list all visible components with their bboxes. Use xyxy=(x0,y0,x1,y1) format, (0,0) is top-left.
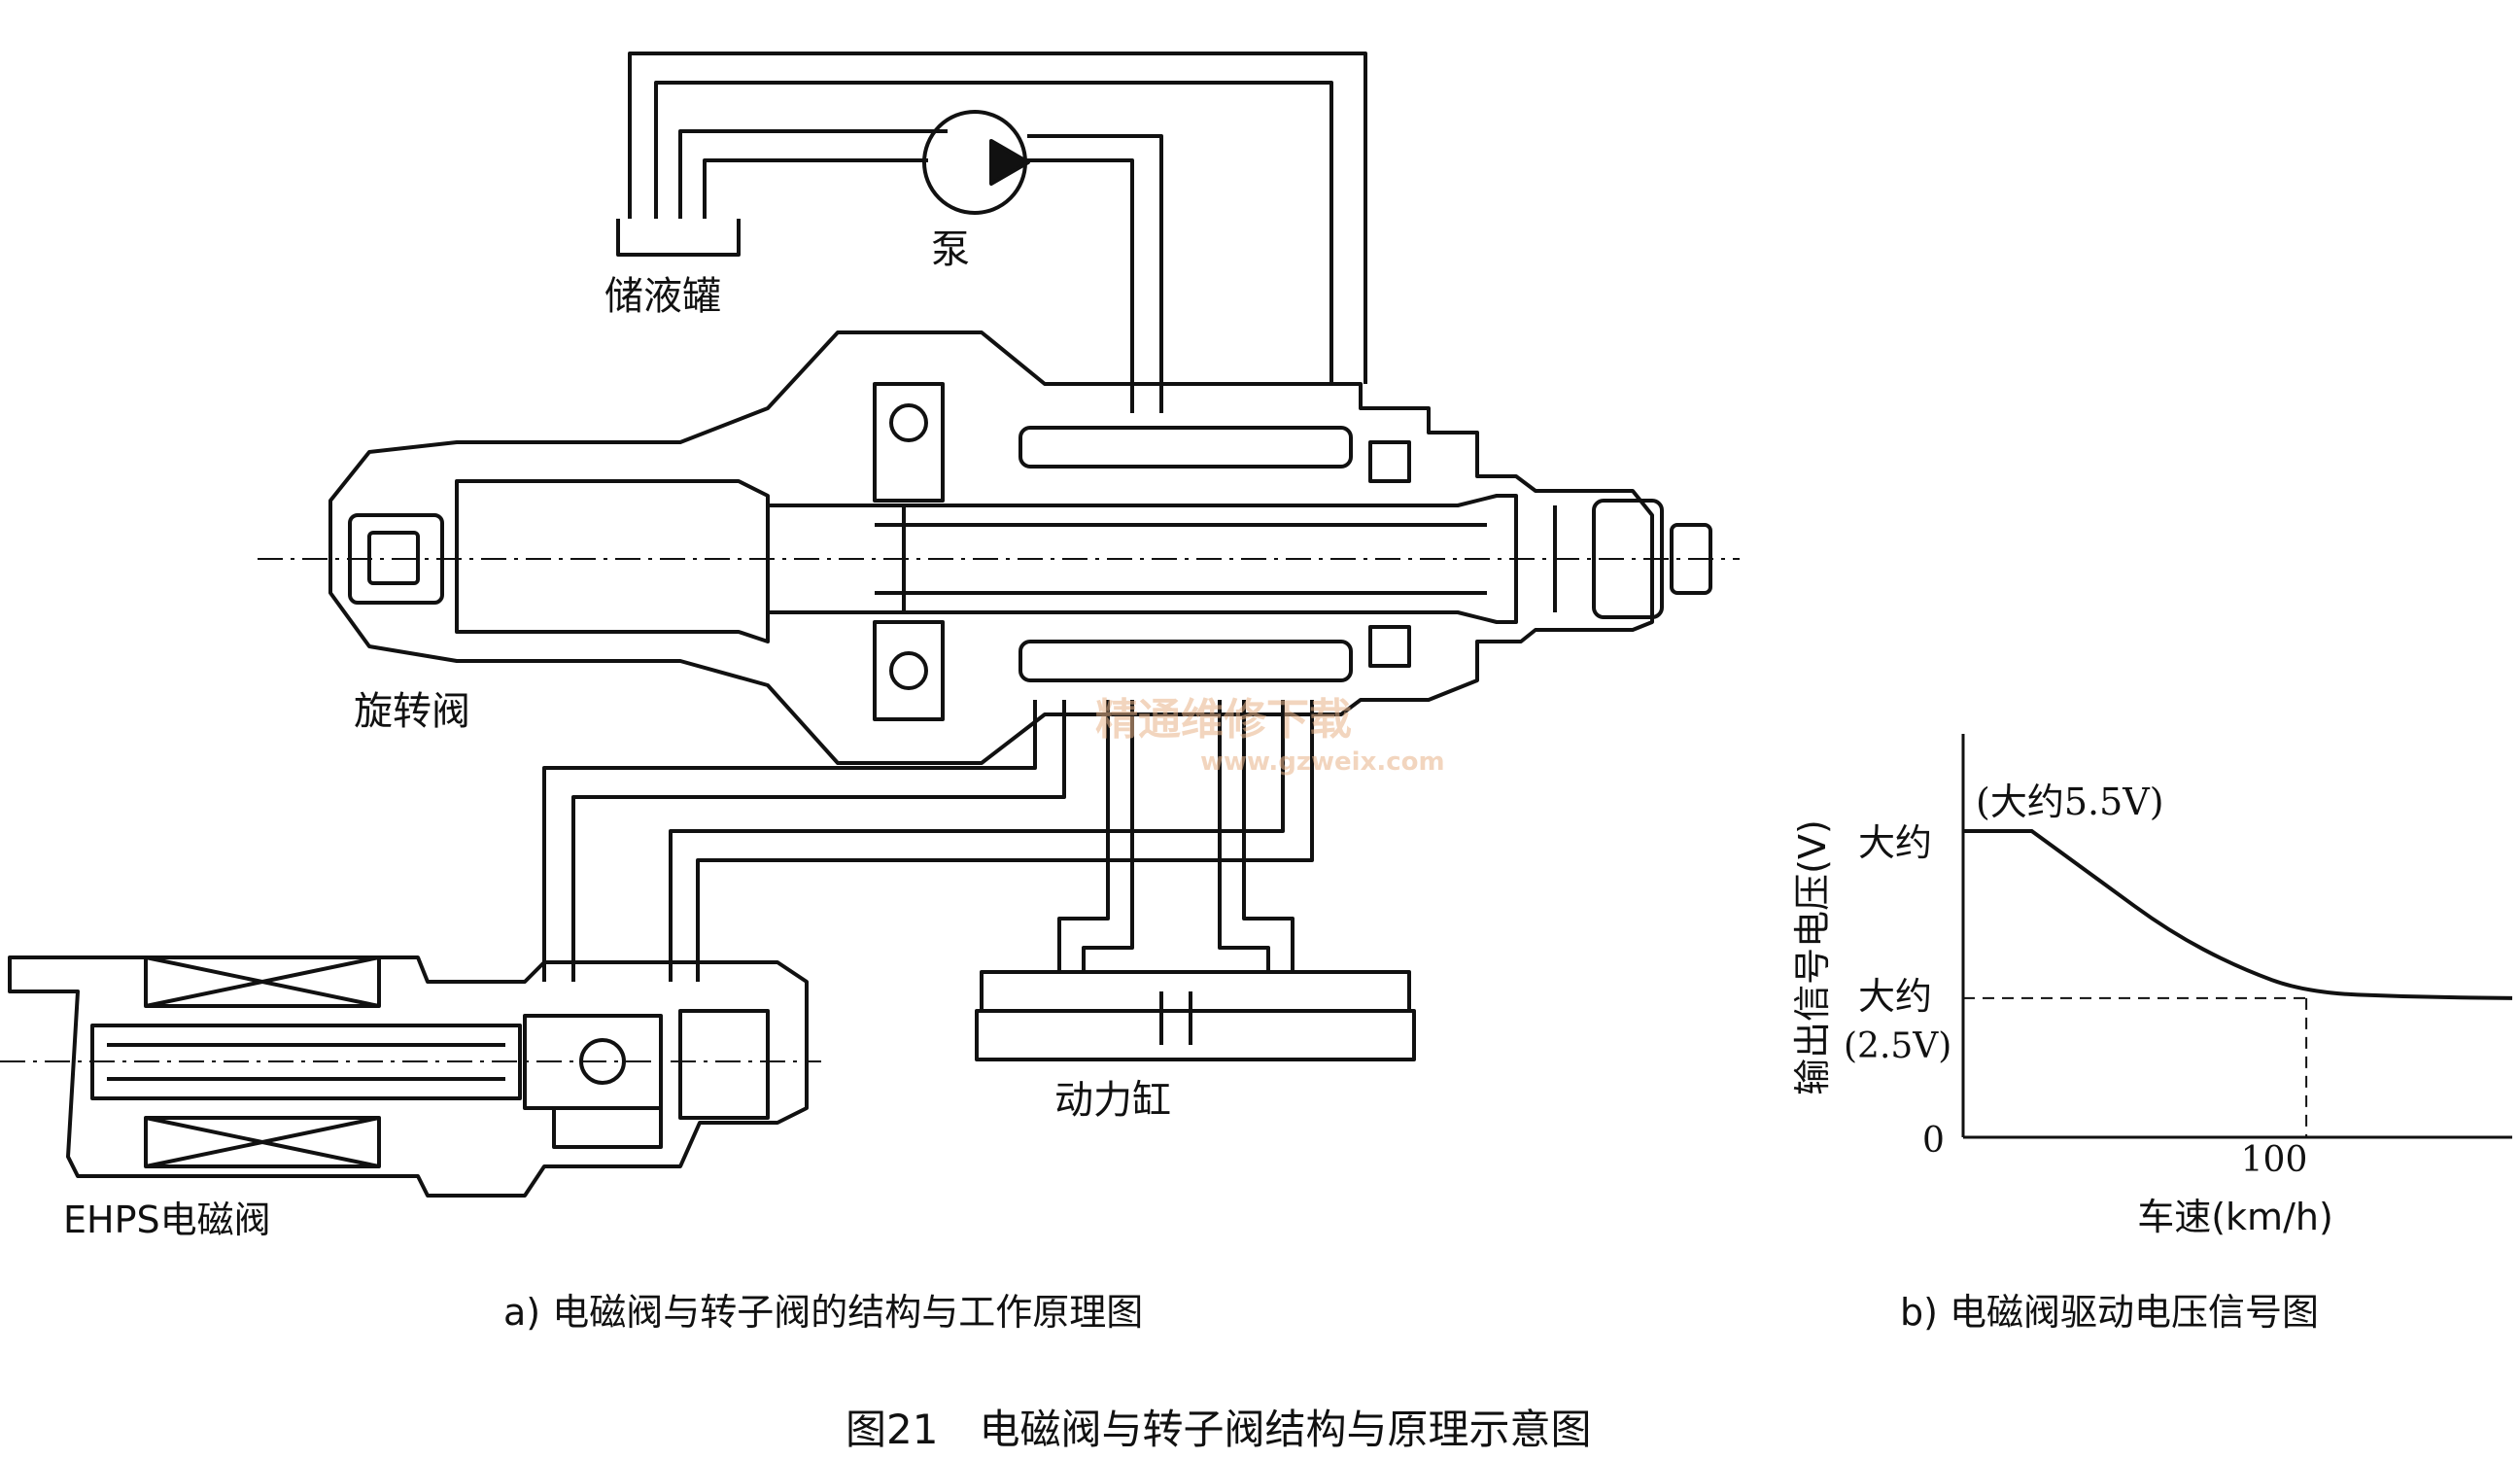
tank-label: 储液罐 xyxy=(604,274,721,319)
hydraulic-lines-cylinder xyxy=(542,700,1314,982)
caption-b: b) 电磁阀驱动电压信号图 xyxy=(1900,1291,2319,1334)
watermark-url: www.gzweix.com xyxy=(1200,747,1445,777)
rotary-valve-label: 旋转阀 xyxy=(354,689,470,734)
pump-symbol xyxy=(922,110,1030,215)
ytick-label-low: 大约 xyxy=(1858,975,1932,1018)
center-axis-lines xyxy=(0,558,1740,1062)
watermark-text: 精通维修下载 xyxy=(1095,695,1352,745)
ytick-label-high: 大约 xyxy=(1858,821,1932,864)
solenoid-valve-label: EHPS电磁阀 xyxy=(63,1198,271,1241)
power-cylinder-label: 动力缸 xyxy=(1054,1078,1171,1123)
y-axis-label: 输出信号电压(V) xyxy=(1791,819,1834,1095)
ytick-label-zero: 0 xyxy=(1922,1121,1945,1161)
pump-label: 泵 xyxy=(931,227,970,272)
caption-a: a) 电磁阀与转子阀的结构与工作原理图 xyxy=(503,1291,1143,1334)
watermark: 精通维修下载 www.gzweix.com xyxy=(1095,695,1445,777)
figure-caption: 图21 电磁阀与转子阀结构与原理示意图 xyxy=(846,1406,1591,1453)
series-line xyxy=(1963,829,2513,1000)
peak-annotation: (大约5.5V) xyxy=(1976,781,2164,823)
voltage-chart: (大约5.5V) 大约 大约 (2.5V) 0 100 车速(km/h) 输出信… xyxy=(1791,734,2513,1238)
xtick-label-100: 100 xyxy=(2241,1140,2308,1180)
ehps-solenoid-valve xyxy=(8,955,809,1198)
ytick-label-low-value: (2.5V) xyxy=(1844,1026,1951,1066)
rotary-valve-body xyxy=(328,330,1654,765)
reservoir-tank xyxy=(616,219,741,257)
hydraulic-lines-top xyxy=(628,52,1367,413)
valve-port-blocks xyxy=(873,382,1411,721)
x-axis-label: 车速(km/h) xyxy=(2137,1196,2333,1238)
power-cylinder xyxy=(975,970,1416,1061)
